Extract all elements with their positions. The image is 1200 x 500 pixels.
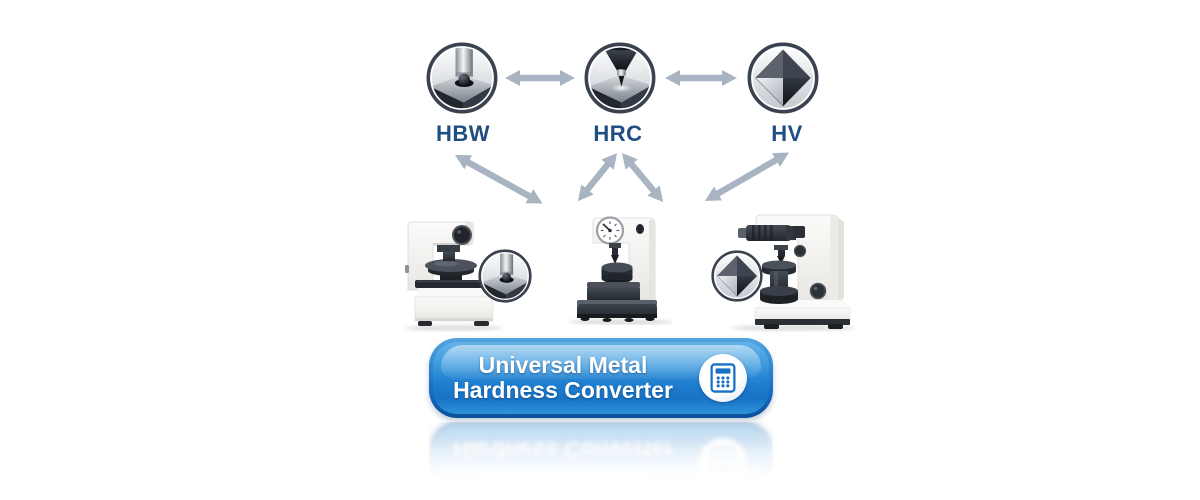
rockwell-tester-illustration <box>569 216 673 325</box>
ball-indenter-icon <box>426 42 498 114</box>
brinell-tester-illustration <box>405 221 502 331</box>
calculator-icon-reflection <box>699 438 747 480</box>
calculator-glyph <box>710 363 736 393</box>
diamond-indenter-inset <box>711 250 763 302</box>
button-reflection-clone: Universal Metal Hardness Converter <box>429 422 773 480</box>
arrow-hbw-hrc <box>505 70 575 86</box>
calculator-icon <box>699 354 747 402</box>
vickers-tester-illustration <box>731 214 855 331</box>
ball-indenter-inset <box>478 249 532 303</box>
arrow-hrc-machine-left <box>577 153 617 202</box>
button-label-line1: Universal Metal <box>478 352 648 378</box>
diamond-indenter-icon <box>747 42 819 114</box>
button-label-line2: Hardness Converter <box>453 377 673 403</box>
button-reflection: Universal Metal Hardness Converter <box>429 422 773 480</box>
scale-label-hv: HV <box>771 121 803 146</box>
hardness-converter-button[interactable]: Universal Metal Hardness Converter <box>429 338 773 418</box>
scale-label-hrc: HRC <box>593 121 643 146</box>
button-label: Universal Metal Hardness Converter <box>443 353 683 403</box>
arrow-hv-machines <box>705 152 790 201</box>
arrow-hrc-machine-right <box>622 153 664 203</box>
arrow-hbw-machines <box>455 155 543 204</box>
arrow-hrc-hv <box>665 70 737 86</box>
cone-indenter-icon <box>584 42 656 114</box>
scale-label-hbw: HBW <box>435 121 491 146</box>
